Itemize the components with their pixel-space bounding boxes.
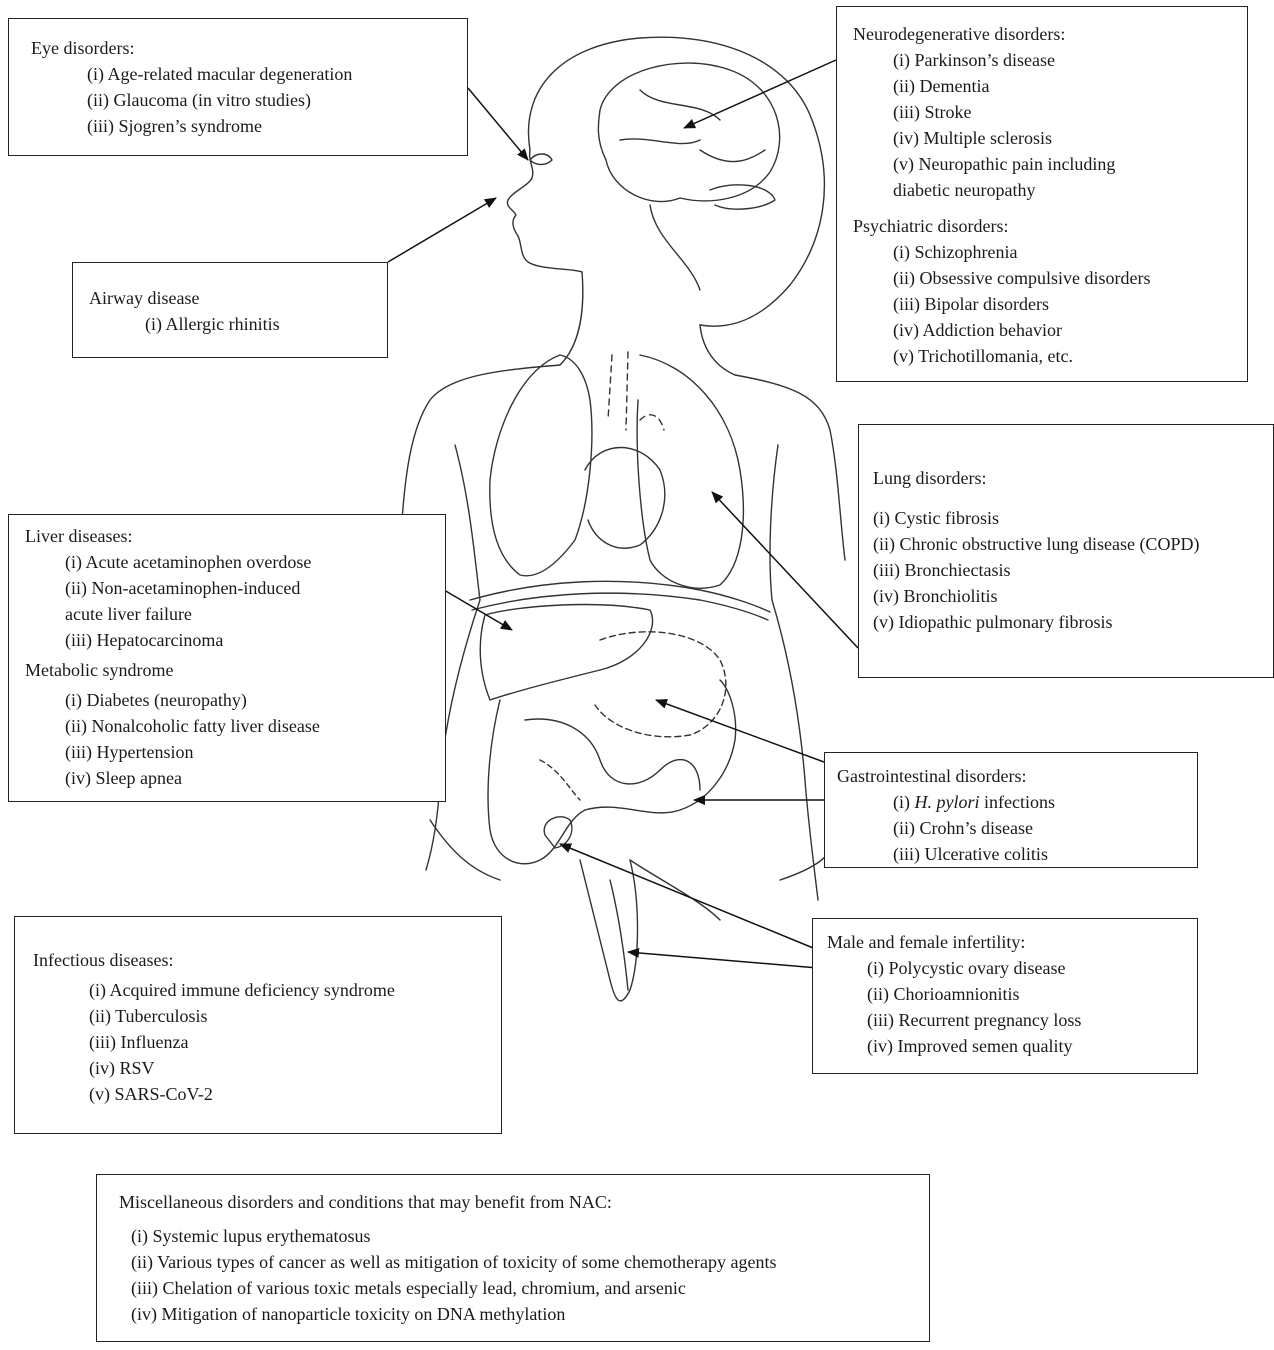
gi-item1-italic: H. pylori [915,792,980,812]
head-outline [528,37,824,326]
arrow-airway [388,198,496,262]
metabolic-item: (iii) Hypertension [25,739,445,765]
eye-disorders-box: Eye disorders: (i) Age-related macular d… [8,18,468,156]
gi-box: Gastrointestinal disorders: (i) H. pylor… [824,752,1198,868]
misc-item: (i) Systemic lupus erythematosus [119,1223,929,1249]
gi-item1-prefix: (i) [893,792,915,812]
heart [585,448,665,549]
neck-right [700,325,735,375]
uterus [544,817,572,848]
eye-sketch [530,154,552,165]
liver-item: (iii) Hepatocarcinoma [25,627,445,653]
liver [480,605,652,700]
lung-item: (iii) Bronchiectasis [873,557,1273,583]
lung-heading: Lung disorders: [873,465,1273,491]
pelvis-right [780,850,830,880]
neuro-item: (iii) Stroke [853,99,1247,125]
neuro-heading: Neurodegenerative disorders: [853,21,1247,47]
liver-metabolic-box: Liver diseases: (i) Acute acetaminophen … [8,514,446,802]
infectious-item: (iii) Influenza [33,1029,501,1055]
eye-item: (ii) Glaucoma (in vitro studies) [31,87,467,113]
eye-item: (iii) Sjogren’s syndrome [31,113,467,139]
large-intestine [488,680,736,864]
eye-item: (i) Age-related macular degeneration [31,61,467,87]
neuro-item: (i) Parkinson’s disease [853,47,1247,73]
face-profile [507,150,582,272]
eye-heading: Eye disorders: [31,35,467,61]
psych-item: (ii) Obsessive compulsive disorders [853,265,1247,291]
neck-left [560,272,583,365]
liver-heading: Liver diseases: [25,523,445,549]
misc-item: (iii) Chelation of various toxic metals … [119,1275,929,1301]
infectious-item: (v) SARS-CoV-2 [33,1081,501,1107]
shoulder-right [735,375,845,560]
arrow-neuro [684,60,836,128]
infectious-box: Infectious diseases: (i) Acquired immune… [14,916,502,1134]
misc-box: Miscellaneous disorders and conditions t… [96,1174,930,1342]
gi-item: (i) H. pylori infections [837,789,1197,815]
metabolic-item: (i) Diabetes (neuropathy) [25,687,445,713]
infectious-heading: Infectious diseases: [33,947,501,973]
stomach [595,632,726,737]
neuro-item-continuation: diabetic neuropathy [853,177,1247,203]
infectious-item: (ii) Tuberculosis [33,1003,501,1029]
psych-item: (iii) Bipolar disorders [853,291,1247,317]
torso-right [770,445,818,900]
psych-item: (v) Trichotillomania, etc. [853,343,1247,369]
infectious-item: (iv) RSV [33,1055,501,1081]
lung-item: (iv) Bronchiolitis [873,583,1273,609]
fertility-item: (iii) Recurrent pregnancy loss [827,1007,1197,1033]
brain-outline [598,63,779,202]
shoulder-left [402,365,560,520]
liver-item: (ii) Non-acetaminophen-induced [25,575,445,601]
arrow-liver [444,590,512,630]
airway-heading: Airway disease [89,285,387,311]
liver-item: (i) Acute acetaminophen overdose [25,549,445,575]
arrow-lung [712,492,858,648]
neuro-item: (iv) Multiple sclerosis [853,125,1247,151]
neuro-item: (v) Neuropathic pain including [853,151,1247,177]
fertility-box: Male and female infertility: (i) Polycys… [812,918,1198,1074]
metabolic-item: (iv) Sleep apnea [25,765,445,791]
gi-item1-suffix: infections [980,792,1055,812]
lung-item: (i) Cystic fibrosis [873,505,1273,531]
misc-heading: Miscellaneous disorders and conditions t… [119,1189,929,1215]
fertility-heading: Male and female infertility: [827,929,1197,955]
airway-box: Airway disease (i) Allergic rhinitis [72,262,388,358]
airway-item: (i) Allergic rhinitis [89,311,387,337]
arrow-gi-stomach [656,700,824,762]
misc-item: (ii) Various types of cancer as well as … [119,1249,929,1275]
gi-item: (ii) Crohn’s disease [837,815,1197,841]
neuro-psych-box: Neurodegenerative disorders: (i) Parkins… [836,6,1248,382]
arrow-fertility-testis [628,952,818,968]
lung-right [637,355,743,588]
gi-item: (iii) Ulcerative colitis [837,841,1197,867]
neuro-item: (ii) Dementia [853,73,1247,99]
infectious-item: (i) Acquired immune deficiency syndrome [33,977,501,1003]
fertility-item: (iv) Improved semen quality [827,1033,1197,1059]
lung-item: (ii) Chronic obstructive lung disease (C… [873,531,1273,557]
arrow-eye [468,88,528,160]
fertility-item: (ii) Chorioamnionitis [827,981,1197,1007]
metabolic-heading: Metabolic syndrome [25,657,445,683]
psych-heading: Psychiatric disorders: [853,213,1247,239]
lung-item: (v) Idiopathic pulmonary fibrosis [873,609,1273,635]
gi-heading: Gastrointestinal disorders: [837,763,1197,789]
lung-left [490,355,592,576]
psych-item: (iv) Addiction behavior [853,317,1247,343]
reproductive-organs [580,860,638,1001]
liver-item-continuation: acute liver failure [25,601,445,627]
psych-item: (i) Schizophrenia [853,239,1247,265]
metabolic-item: (ii) Nonalcoholic fatty liver disease [25,713,445,739]
fertility-item: (i) Polycystic ovary disease [827,955,1197,981]
misc-item: (iv) Mitigation of nanoparticle toxicity… [119,1301,929,1327]
lung-box: Lung disorders: (i) Cystic fibrosis (ii)… [858,424,1274,678]
